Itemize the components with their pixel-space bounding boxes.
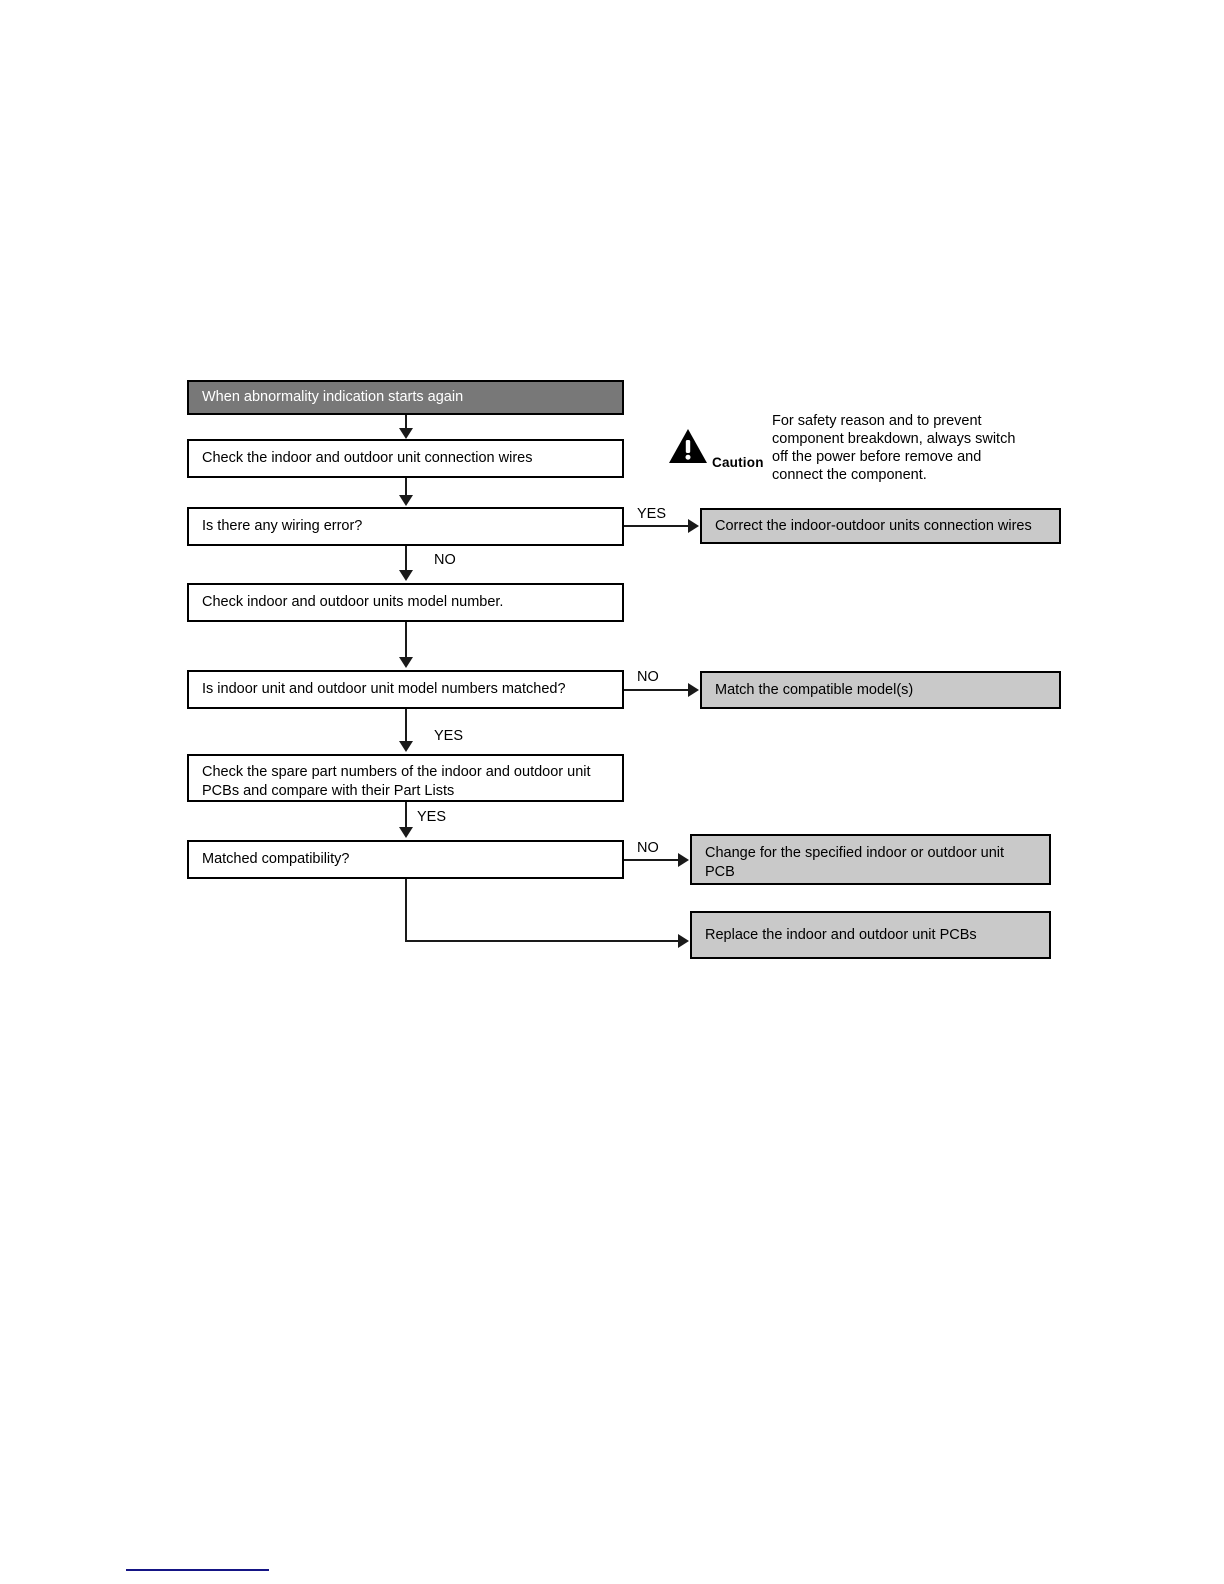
flow-node-model-match: Is indoor unit and outdoor unit model nu… bbox=[187, 670, 624, 709]
arrowhead-check-wires-to-wiring-error bbox=[399, 495, 413, 506]
footer-rule bbox=[126, 1569, 269, 1571]
caution-label: Caution bbox=[712, 455, 764, 470]
flow-node-check-parts: Check the spare part numbers of the indo… bbox=[187, 754, 624, 802]
edge-label-wiring-no: NO bbox=[434, 552, 456, 568]
warning-triangle-icon bbox=[668, 428, 708, 464]
arrowhead-compat-no bbox=[678, 853, 689, 867]
flow-result-change-pcb-label: Change for the specified indoor or outdo… bbox=[705, 845, 1005, 880]
flow-node-wiring-error: Is there any wiring error? bbox=[187, 507, 624, 546]
flow-node-check-parts-label: Check the spare part numbers of the indo… bbox=[202, 764, 591, 799]
flow-result-correct-wires: Correct the indoor-outdoor units connect… bbox=[700, 508, 1061, 544]
arrowhead-wiring-error-yes bbox=[688, 519, 699, 533]
connector-compat-down bbox=[405, 879, 407, 942]
caution-text: For safety reason and to prevent compone… bbox=[772, 413, 1016, 483]
edge-label-wiring-yes: YES bbox=[637, 506, 667, 522]
caution-block: Caution For safety reason and to prevent… bbox=[664, 412, 1064, 488]
flow-node-start: When abnormality indication starts again bbox=[187, 380, 624, 415]
connector-model-match-no bbox=[624, 689, 689, 691]
arrowhead-check-parts-yes bbox=[399, 827, 413, 838]
connector-wiring-error-yes bbox=[624, 525, 689, 527]
arrowhead-check-model-to-model-match bbox=[399, 657, 413, 668]
edge-label-model-yes: YES bbox=[434, 728, 464, 744]
connector-model-match-yes bbox=[405, 709, 407, 742]
connector-start-to-check-wires bbox=[405, 415, 407, 430]
edge-label-model-no: NO bbox=[637, 669, 659, 685]
flow-node-check-wires-label: Check the indoor and outdoor unit connec… bbox=[202, 450, 533, 466]
arrowhead-model-match-yes bbox=[399, 741, 413, 752]
connector-compat-no bbox=[624, 859, 679, 861]
flow-node-start-label: When abnormality indication starts again bbox=[202, 389, 464, 405]
connector-compat-to-replace bbox=[405, 940, 679, 942]
flow-node-compat-label: Matched compatibility? bbox=[202, 851, 350, 867]
arrowhead-start-to-check-wires bbox=[399, 428, 413, 439]
flow-result-change-pcb: Change for the specified indoor or outdo… bbox=[690, 834, 1051, 885]
connector-check-model-to-model-match bbox=[405, 622, 407, 658]
connector-check-parts-yes bbox=[405, 802, 407, 828]
arrowhead-model-match-no bbox=[688, 683, 699, 697]
edge-label-compat-no: NO bbox=[637, 840, 659, 856]
flow-node-compat: Matched compatibility? bbox=[187, 840, 624, 879]
connector-check-wires-to-wiring-error bbox=[405, 478, 407, 495]
flow-node-check-wires: Check the indoor and outdoor unit connec… bbox=[187, 439, 624, 478]
flow-result-match-models: Match the compatible model(s) bbox=[700, 671, 1061, 709]
connector-wiring-error-no bbox=[405, 546, 407, 571]
flow-node-check-model-label: Check indoor and outdoor units model num… bbox=[202, 594, 504, 610]
flow-result-match-models-label: Match the compatible model(s) bbox=[715, 681, 914, 698]
flow-result-replace-pcbs-label: Replace the indoor and outdoor unit PCBs bbox=[705, 926, 977, 943]
flow-node-wiring-error-label: Is there any wiring error? bbox=[202, 518, 363, 534]
flow-result-replace-pcbs: Replace the indoor and outdoor unit PCBs bbox=[690, 911, 1051, 959]
flow-node-check-model: Check indoor and outdoor units model num… bbox=[187, 583, 624, 622]
edge-label-parts-yes: YES bbox=[417, 809, 447, 825]
arrowhead-wiring-error-no bbox=[399, 570, 413, 581]
flow-node-model-match-label: Is indoor unit and outdoor unit model nu… bbox=[202, 681, 566, 697]
flow-result-correct-wires-label: Correct the indoor-outdoor units connect… bbox=[715, 517, 1032, 534]
arrowhead-compat-to-replace bbox=[678, 934, 689, 948]
